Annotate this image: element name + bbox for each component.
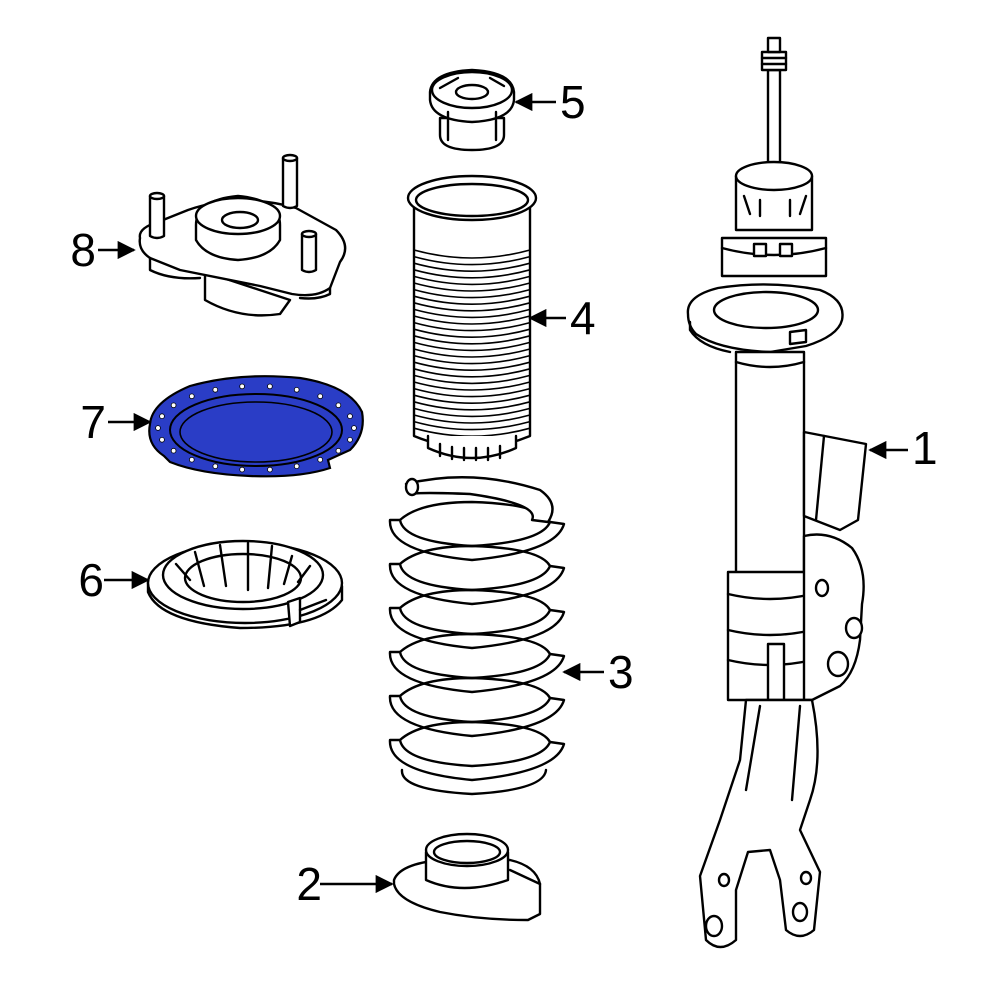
bump-stop-part[interactable] bbox=[428, 68, 516, 152]
callout-7: 7 bbox=[80, 396, 106, 448]
lower-spring-seat-part[interactable] bbox=[392, 832, 542, 922]
callout-labels: 1 2 3 4 5 6 7 8 bbox=[70, 76, 937, 910]
spring-insulator-part[interactable] bbox=[148, 375, 364, 478]
callout-8: 8 bbox=[70, 224, 96, 276]
callout-3: 3 bbox=[608, 646, 634, 698]
callout-arrows bbox=[98, 92, 908, 894]
callout-6: 6 bbox=[78, 554, 104, 606]
strut-mount-part[interactable] bbox=[138, 153, 347, 317]
coil-spring-part[interactable] bbox=[388, 476, 566, 796]
callout-2: 2 bbox=[296, 858, 322, 910]
callout-4: 4 bbox=[570, 292, 596, 344]
dust-boot-part[interactable] bbox=[406, 174, 538, 462]
callout-5: 5 bbox=[560, 76, 586, 128]
strut-assembly-part[interactable] bbox=[686, 36, 868, 949]
upper-spring-seat-part[interactable] bbox=[146, 539, 344, 630]
callout-1: 1 bbox=[912, 422, 938, 474]
